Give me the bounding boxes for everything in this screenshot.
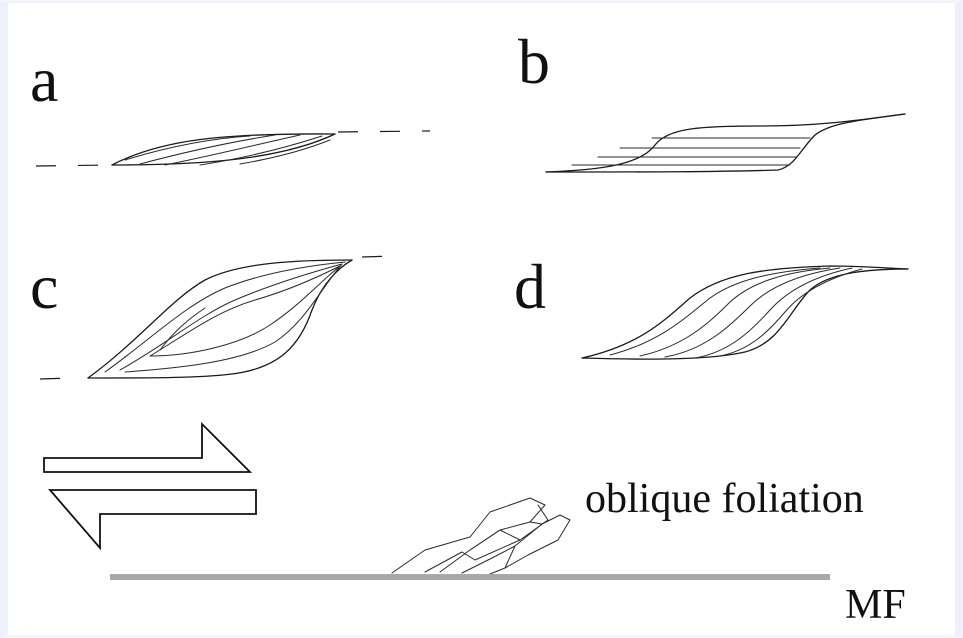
lens-a-left-trace (36, 165, 112, 166)
panel-label-d: d (514, 255, 546, 319)
sigmoid-d-lower-boundary (582, 269, 908, 359)
shear-sense-arrows (44, 424, 256, 548)
lens-c-right-trace (362, 256, 396, 257)
lens-c-left-trace (40, 378, 72, 379)
mf-caption: MF (845, 584, 906, 626)
grain-boundary-3 (530, 522, 542, 524)
sigmoid-d (582, 266, 908, 359)
sigmoid-b-lower-boundary (546, 114, 905, 172)
panel-label-c: c (30, 255, 58, 319)
grain-1 (392, 498, 545, 573)
lens-a-foliation-2 (140, 135, 275, 164)
sigmoid-d-curve-2 (640, 268, 830, 356)
lens-c (40, 256, 396, 379)
sigmoid-b (546, 114, 905, 172)
lens-a-foliation-3 (165, 135, 300, 165)
sigmoid-d-upper-boundary (582, 266, 908, 358)
lens-a-right-trace (338, 131, 430, 132)
oblique-foliation-grains (392, 498, 570, 574)
lens-c-curve-6 (160, 308, 205, 350)
shear-arrow-left (50, 490, 256, 548)
sigmoid-b-upper-boundary (546, 114, 905, 172)
lens-a-foliation-1 (125, 136, 250, 160)
lens-a (36, 131, 430, 166)
panel-label-b: b (518, 30, 550, 94)
lens-a-foliation-5 (240, 140, 330, 164)
panel-label-a: a (30, 48, 58, 112)
shear-arrow-right (44, 424, 250, 472)
oblique-foliation-caption: oblique foliation (585, 478, 864, 520)
